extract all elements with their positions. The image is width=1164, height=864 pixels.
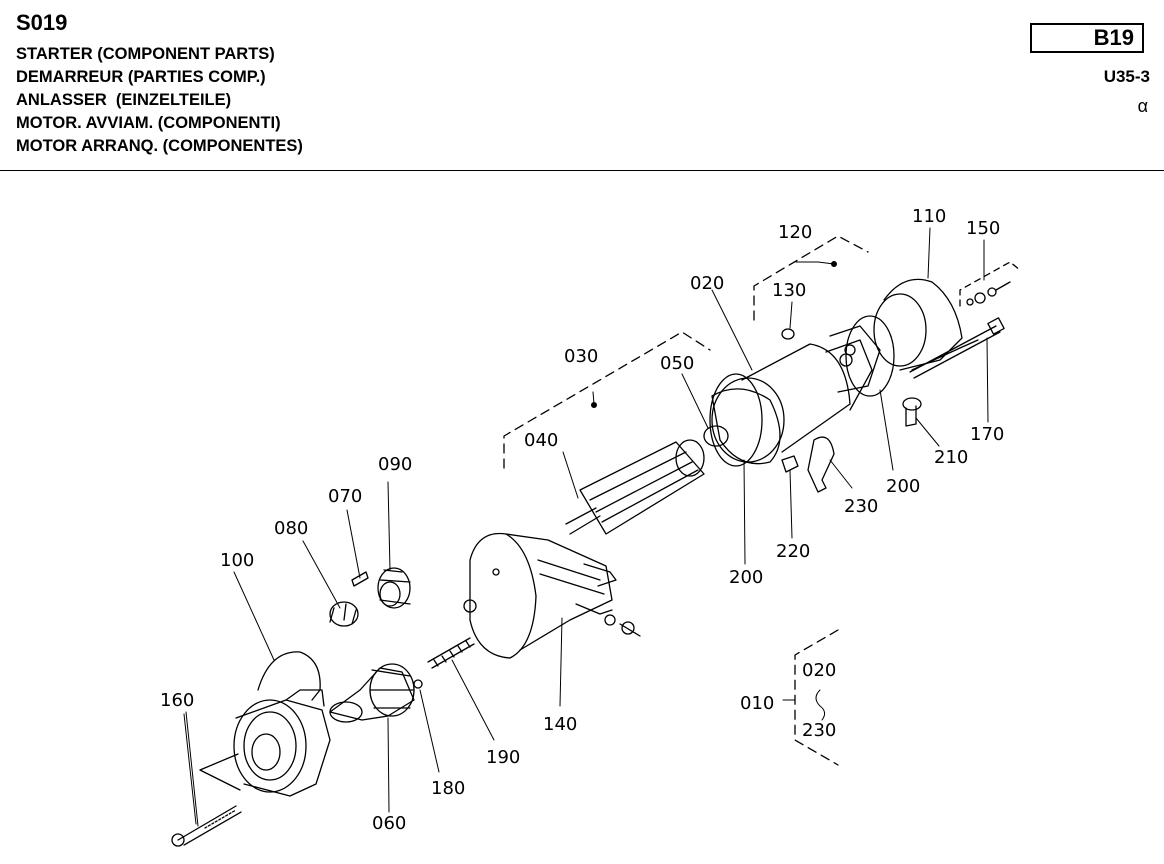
model-number: U35-3 <box>1103 67 1150 86</box>
label-100: 100 <box>220 550 254 571</box>
group-bracket-120 <box>753 235 869 321</box>
spring-190 <box>427 637 475 669</box>
pin-070 <box>351 571 369 587</box>
end-frame-110 <box>873 278 979 371</box>
screw-210 <box>902 397 922 427</box>
screws-150 <box>966 281 1011 306</box>
label-180: 180 <box>431 778 465 799</box>
leader-lines <box>183 227 989 827</box>
label-170: 170 <box>970 424 1004 445</box>
catalog-code: S019 <box>16 10 68 35</box>
label-160: 160 <box>160 690 194 711</box>
label-110: 110 <box>912 206 946 227</box>
title-es: MOTOR ARRANQ. (COMPONENTES) <box>16 137 303 155</box>
label-090: 090 <box>378 454 412 475</box>
label-230: 230 <box>844 496 878 517</box>
assembly-range-to: 230 <box>802 720 836 741</box>
bolt-leader <box>199 753 241 791</box>
brush-holder-120 <box>829 325 881 393</box>
cap-130 <box>781 328 795 340</box>
alpha-symbol: α <box>1137 96 1148 116</box>
bearing-050 <box>703 425 729 447</box>
drive-housing-100 <box>233 651 331 797</box>
label-080: 080 <box>274 518 308 539</box>
title-en: STARTER (COMPONENT PARTS) <box>16 45 275 63</box>
label-050: 050 <box>660 353 694 374</box>
o-ring-200-front <box>709 373 763 467</box>
ball-180 <box>413 679 423 689</box>
o-ring-200-rear <box>845 315 895 397</box>
label-030: 030 <box>564 346 598 367</box>
title-fr: DEMARREUR (PARTIES COMP.) <box>16 68 266 86</box>
title-it: MOTOR. AVVIAM. (COMPONENTI) <box>16 114 281 132</box>
group-bracket-030 <box>503 331 711 469</box>
overrunning-clutch-060 <box>329 663 415 723</box>
carrier-080 <box>329 601 359 627</box>
group-dot-120 <box>831 261 837 267</box>
label-190: 190 <box>486 747 520 768</box>
label-130: 130 <box>772 280 806 301</box>
yoke-020 <box>711 339 873 465</box>
title-de: ANLASSER (EINZELTEILE) <box>16 91 232 109</box>
label-060: 060 <box>372 813 406 834</box>
group-dot-030 <box>591 402 597 408</box>
label-120: 120 <box>778 222 812 243</box>
header-divider <box>0 170 1164 171</box>
label-020: 020 <box>690 273 724 294</box>
terminal-nuts <box>604 614 641 637</box>
lever-230 <box>807 436 835 493</box>
gear-090 <box>377 567 411 609</box>
field-frame-140 <box>463 532 617 659</box>
label-150: 150 <box>966 218 1000 239</box>
title-block: STARTER (COMPONENT PARTS) DEMARREUR (PAR… <box>16 43 303 158</box>
nut-220 <box>781 455 799 473</box>
bolt-170 <box>909 317 1005 379</box>
label-220: 220 <box>776 541 810 562</box>
armature-040 <box>565 439 705 535</box>
label-040: 040 <box>524 430 558 451</box>
label-210: 210 <box>934 447 968 468</box>
page-reference: B19 <box>1030 23 1144 53</box>
group-bracket-150 <box>959 261 1021 307</box>
label-200-rear: 200 <box>886 476 920 497</box>
assembly-range-from: 020 <box>802 660 836 681</box>
label-140: 140 <box>543 714 577 735</box>
through-bolt-160 <box>171 805 242 847</box>
assembly-label-010: 010 <box>740 693 774 714</box>
label-070: 070 <box>328 486 362 507</box>
group-bracket-010 <box>794 629 839 766</box>
label-200-front: 200 <box>729 567 763 588</box>
